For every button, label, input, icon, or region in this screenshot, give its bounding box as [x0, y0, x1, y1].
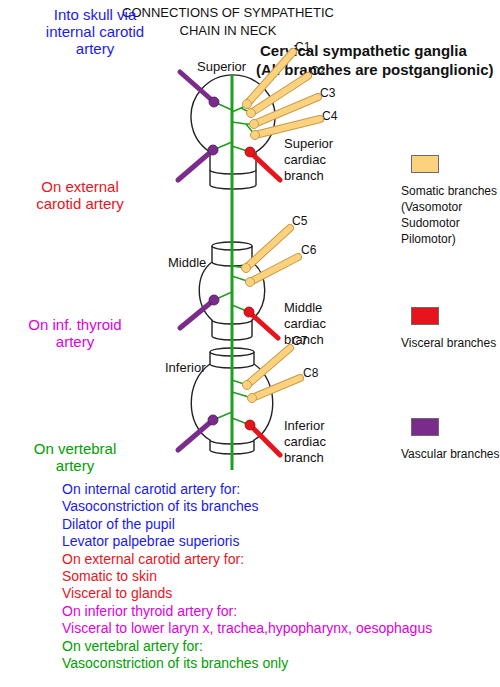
ganglion-outline-path [212, 262, 252, 266]
sympathetic-chain-connector [231, 342, 234, 346]
function-note: On internal carotid artery for: [62, 481, 240, 498]
spinal-nerve-label: C6 [301, 243, 316, 257]
ganglion-outline-path [212, 246, 252, 250]
artery-label: Into skull via internal carotid artery [39, 6, 151, 57]
ganglion-outline-path [210, 364, 254, 368]
ganglion: Inferior [165, 346, 280, 458]
artery-label: On external carotid artery [24, 178, 136, 212]
function-note: Visceral to glands [62, 585, 172, 602]
artery-label: On vertebral artery [19, 440, 131, 474]
ganglion: Middle [165, 240, 270, 342]
ganglion-outline-path [210, 440, 254, 444]
legend-label: Somatic branches (Vasomotor Sudomotor Pi… [401, 183, 500, 247]
function-note: Dilator of the pupil [62, 516, 175, 533]
ganglion-outline-path [210, 352, 254, 356]
legend-heading: (All branches are postganglionic) [256, 61, 494, 78]
function-note: Vasoconstriction of its branches [62, 498, 259, 515]
spinal-nerve-label: C8 [303, 366, 318, 380]
legend-label: Vascular branches [401, 446, 500, 462]
middle-ganglion-branches [180, 228, 298, 342]
ganglion-outline-path [199, 242, 265, 340]
legend-swatch [411, 155, 439, 173]
cardiac-branch-label: Superior cardiac branch [284, 136, 346, 184]
spinal-nerve-label: C7 [292, 334, 307, 348]
spinal-nerve-label: C4 [322, 109, 337, 123]
function-note: Levator palpebrae superioris [62, 533, 239, 550]
cardiac-branch-label: Inferior cardiac branch [284, 418, 346, 466]
sympathetic-chain-connector [231, 190, 234, 240]
function-note: On external carotid artery for: [62, 551, 244, 568]
ganglion-outline-path [191, 75, 275, 189]
function-note: Vasoconstriction of its branches only [62, 655, 288, 672]
ganglion-name: Superior [197, 59, 246, 74]
spinal-nerve-label: C3 [320, 86, 335, 100]
function-note: Visceral to lower laryn x, trachea,hypop… [62, 620, 432, 637]
ganglion-outline-path [210, 170, 256, 174]
legend-label: Visceral branches [401, 335, 500, 351]
vascular-branch [178, 150, 213, 180]
spinal-nerve-label: C1 [295, 40, 310, 54]
ganglion-outline-path [212, 320, 252, 324]
legend-swatch [411, 418, 439, 436]
spinal-nerve-label: C2 [310, 64, 325, 78]
spinal-nerve-label: C5 [292, 214, 307, 228]
ganglion-name: Middle [168, 255, 206, 270]
legend-heading: Cervical sympathetic ganglia [260, 42, 467, 59]
ganglion-name: Inferior [165, 360, 205, 375]
legend-swatch [411, 307, 439, 325]
function-note: Somatic to skin [62, 568, 157, 585]
function-note: On vertebral artery for: [62, 638, 203, 655]
artery-label: On inf. thyroid artery [19, 316, 131, 350]
function-note: On inferior thyroid artery for: [62, 603, 237, 620]
